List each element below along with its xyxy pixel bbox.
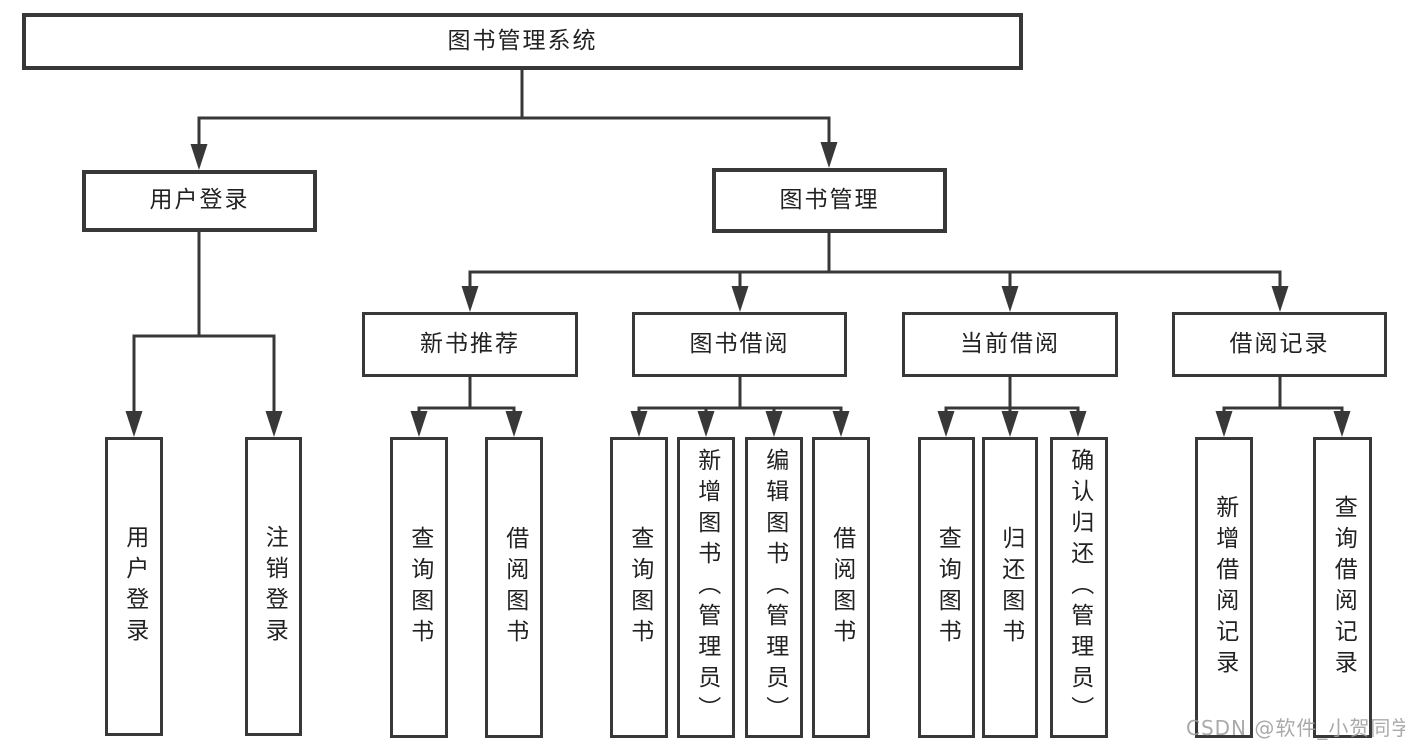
- arrowhead-icon: [1215, 411, 1233, 437]
- node-leaf-add-book-admin: 新增图书（管理员）: [677, 437, 735, 738]
- arrowhead-icon: [1271, 286, 1289, 312]
- node-leaf-confirm-return-admin: 确认归还（管理员）: [1050, 437, 1108, 738]
- node-root: 图书管理系统: [22, 13, 1023, 70]
- node-leaf-logout: 注销登录: [245, 437, 302, 736]
- arrowhead-icon: [190, 144, 208, 170]
- node-leaf-user-login: 用户登录: [105, 437, 163, 736]
- node-leaf-query-book-rec: 查询图书: [390, 437, 448, 738]
- arrowhead-icon: [820, 142, 838, 168]
- node-book-mgmt: 图书管理: [712, 168, 947, 233]
- node-leaf-query-book-current: 查询图书: [918, 437, 975, 738]
- csdn-watermark: CSDN @软件_小贺同学: [1186, 716, 1405, 740]
- node-leaf-query-book-borrow: 查询图书: [610, 437, 668, 738]
- arrowhead-icon: [125, 411, 143, 437]
- node-leaf-edit-book-admin: 编辑图书（管理员）: [745, 437, 803, 738]
- node-user-login: 用户登录: [82, 170, 317, 232]
- arrowhead-icon: [630, 411, 648, 437]
- arrowhead-icon: [1333, 411, 1351, 437]
- node-book-borrow: 图书借阅: [632, 312, 847, 377]
- arrowhead-icon: [1001, 411, 1019, 437]
- node-leaf-borrow-book-rec: 借阅图书: [485, 437, 543, 738]
- arrowhead-icon: [505, 411, 523, 437]
- arrowhead-icon: [937, 411, 955, 437]
- node-leaf-borrow-book-borrow: 借阅图书: [812, 437, 870, 738]
- arrowhead-icon: [410, 411, 428, 437]
- arrowhead-icon: [697, 411, 715, 437]
- arrowhead-icon: [765, 411, 783, 437]
- node-leaf-return-book: 归还图书: [982, 437, 1038, 738]
- node-current-borrow: 当前借阅: [902, 312, 1118, 377]
- arrowheads: [125, 142, 1351, 437]
- arrowhead-icon: [461, 286, 479, 312]
- arrowhead-icon: [1069, 411, 1087, 437]
- node-leaf-query-borrow-record: 查询借阅记录: [1313, 437, 1372, 738]
- node-borrow-record: 借阅记录: [1172, 312, 1387, 377]
- node-new-book-rec: 新书推荐: [362, 312, 578, 377]
- arrowhead-icon: [832, 411, 850, 437]
- arrowhead-icon: [265, 411, 283, 437]
- arrowhead-icon: [1001, 286, 1019, 312]
- node-leaf-add-borrow-record: 新增借阅记录: [1195, 437, 1253, 738]
- arrowhead-icon: [731, 286, 749, 312]
